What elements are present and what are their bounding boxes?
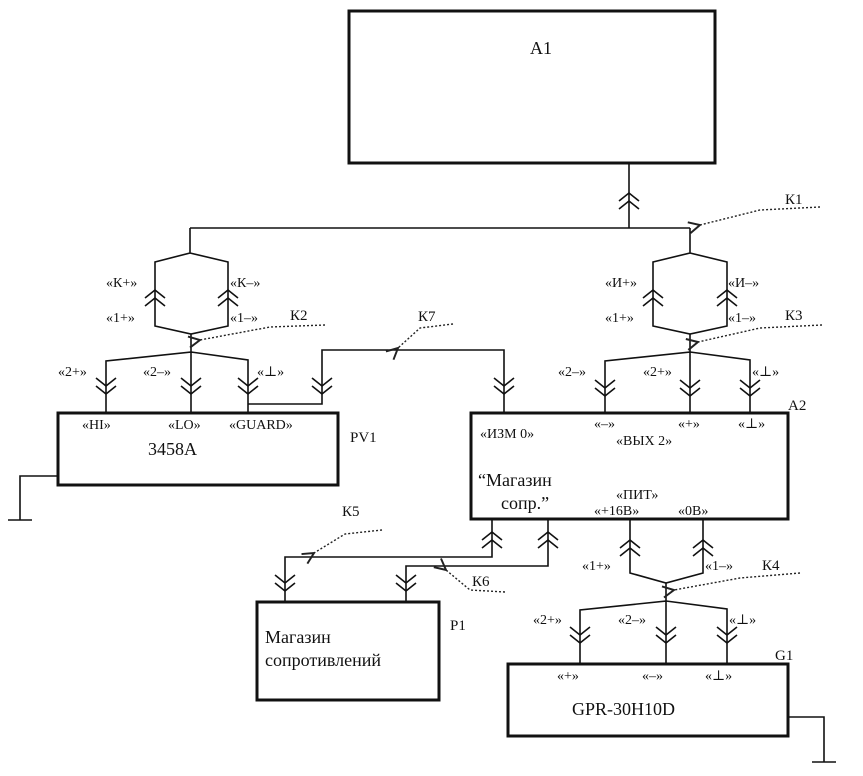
k3-label-iminus: «И–» (728, 276, 759, 291)
k4-label-1minus: «1–» (705, 559, 733, 574)
a2-group-pwr: «ПИТ» (616, 488, 658, 503)
block-a1: A1 (347, 9, 717, 165)
k2-label-2minus: «2–» (143, 365, 171, 380)
plug-connector-icon (618, 191, 640, 210)
k2-harness: «К+» «К–» «1+» «1–» «2+» «2–» «⊥» К2 (58, 228, 326, 412)
plug-connector-icon (716, 288, 738, 307)
a2-group-out: «ВЫХ 2» (616, 434, 672, 449)
a1-label: A1 (530, 38, 552, 58)
k4-label-ground: «⊥» (729, 613, 756, 628)
p1-name-line1: Магазин (265, 627, 331, 647)
a2-port-ground: «⊥» (738, 417, 765, 432)
socket-connector-icon (180, 377, 202, 396)
socket-connector-icon (679, 379, 701, 398)
pv1-model: 3458A (148, 439, 197, 459)
plug-connector-icon (217, 288, 239, 307)
socket-connector-icon (594, 379, 616, 398)
socket-connector-icon (569, 626, 591, 645)
k2-ref: К2 (290, 308, 308, 324)
block-p1: Магазин сопротивлений P1 (255, 600, 466, 702)
g1-ref: G1 (775, 648, 793, 664)
k5-ref: К5 (342, 504, 360, 520)
p1-name-line2: сопротивлений (265, 650, 381, 670)
k4-label-2minus: «2–» (618, 613, 646, 628)
g1-port-plus: «+» (557, 669, 579, 684)
plug-connector-icon (481, 530, 503, 549)
socket-connector-icon (237, 377, 259, 396)
a2-name-line2: сопр.” (501, 493, 549, 513)
k3-label-iplus: «И+» (605, 276, 637, 291)
k7-harness: К7 (248, 309, 515, 412)
a2-ref: A2 (788, 398, 806, 414)
k4-label-2plus: «2+» (533, 613, 562, 628)
pv1-port-hi: «HI» (82, 418, 111, 433)
a2-port-16v: «+16В» (594, 504, 639, 519)
block-pv1: «HI» «LO» «GUARD» 3458A PV1 (8, 411, 377, 521)
k3-label-2plus: «2+» (643, 365, 672, 380)
socket-connector-icon (493, 377, 515, 396)
plug-connector-icon (144, 288, 166, 307)
k7-ref: К7 (418, 309, 436, 325)
socket-connector-icon (274, 574, 296, 593)
k3-label-1plus: «1+» (605, 311, 634, 326)
k4-label-1plus: «1+» (582, 559, 611, 574)
k3-label-1minus: «1–» (728, 311, 756, 326)
k2-label-kminus: «К–» (230, 276, 260, 291)
a2-port-minus: «–» (594, 417, 615, 432)
plug-connector-icon (642, 288, 664, 307)
a2-port-plus: «+» (678, 417, 700, 432)
k1-ref: К1 (785, 192, 803, 208)
k4-ref: К4 (762, 558, 780, 574)
k2-label-2plus: «2+» (58, 365, 87, 380)
socket-connector-icon (739, 379, 761, 398)
g1-port-ground: «⊥» (705, 669, 732, 684)
a2-port-izm0: «ИЗМ 0» (480, 427, 534, 442)
pv1-port-guard: «GUARD» (229, 418, 293, 433)
pv1-ref: PV1 (350, 430, 377, 446)
k1-harness: К1 (190, 163, 821, 228)
ground-icon (788, 716, 836, 763)
block-a2: «ИЗМ 0» «–» «+» «⊥» «ВЫХ 2» “Магазин соп… (469, 398, 806, 521)
k3-ref: К3 (785, 308, 803, 324)
socket-connector-icon (95, 377, 117, 396)
pv1-port-lo: «LO» (168, 418, 201, 433)
k4-harness: «1+» «1–» «2+» «2–» «⊥» К4 (533, 519, 801, 664)
ground-icon (8, 475, 58, 521)
block-g1: «+» «–» «⊥» GPR-30H10D G1 (506, 648, 836, 763)
k3-label-2minus: «2–» (558, 365, 586, 380)
k2-label-1plus: «1+» (106, 311, 135, 326)
socket-connector-icon (395, 574, 417, 593)
k2-label-ground: «⊥» (257, 365, 284, 380)
p1-ref: P1 (450, 618, 466, 634)
a2-name-line1: “Магазин (478, 470, 552, 490)
k2-label-1minus: «1–» (230, 311, 258, 326)
plug-connector-icon (537, 530, 559, 549)
k5-k6-harness: К5 К6 (274, 504, 559, 602)
socket-connector-icon (716, 626, 738, 645)
k6-ref: К6 (472, 574, 490, 590)
plug-connector-icon (619, 538, 641, 557)
plug-connector-icon (692, 538, 714, 557)
k2-label-kplus: «К+» (106, 276, 137, 291)
socket-connector-icon (655, 626, 677, 645)
g1-port-minus: «–» (642, 669, 663, 684)
socket-connector-icon (311, 377, 333, 396)
k3-harness: «И+» «И–» «1+» «1–» «2–» «2+» «⊥» К3 (558, 228, 823, 412)
a2-port-0v: «0В» (678, 504, 708, 519)
g1-model: GPR-30H10D (572, 699, 675, 719)
k3-label-ground: «⊥» (752, 365, 779, 380)
